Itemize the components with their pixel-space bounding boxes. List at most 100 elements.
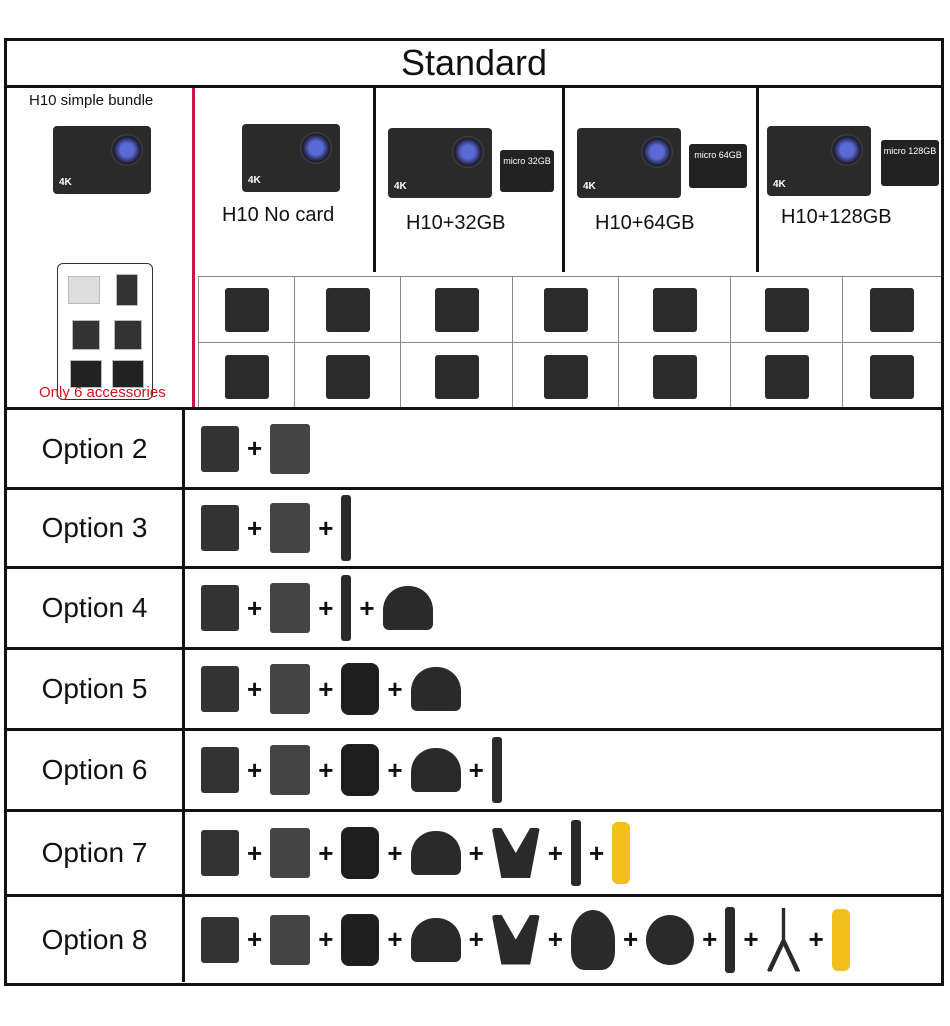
charger-icon <box>201 666 239 712</box>
plus-sign: + <box>387 754 403 785</box>
selfie-stick-icon <box>341 495 352 561</box>
battery-icon <box>270 914 311 965</box>
housing-icon <box>68 276 100 304</box>
lens-icon <box>831 134 863 166</box>
camera-icon: 4K <box>242 124 340 192</box>
simple-bundle-footer: Only 6 accessories <box>39 384 166 401</box>
plus-sign: + <box>547 837 563 868</box>
card-128gb: 4K micro 128GB H10+128GB <box>759 88 941 272</box>
tripod-icon <box>766 907 801 972</box>
adhesive-mount-icon <box>224 354 269 399</box>
accessory-cell <box>512 276 618 342</box>
plus-sign: + <box>387 673 403 704</box>
plus-sign: + <box>247 924 263 954</box>
selfie-stick-icon <box>341 575 352 641</box>
option-row: Option 6++++ <box>7 728 941 809</box>
option-label: Option 8 <box>7 897 185 982</box>
plus-sign: + <box>359 592 375 623</box>
charger-icon <box>201 916 239 963</box>
accessory-cell <box>400 276 512 342</box>
plus-sign: + <box>468 754 484 785</box>
camera-label: 4K <box>59 177 72 188</box>
charger-icon <box>201 425 239 472</box>
accessory-cell <box>730 276 842 342</box>
camera-icon: 4K <box>388 128 492 198</box>
option-row: Option 8+++++++++ <box>7 894 941 982</box>
lens-icon <box>452 136 484 168</box>
plus-sign: + <box>387 924 403 954</box>
plus-sign: + <box>743 924 759 954</box>
case-icon <box>341 744 380 796</box>
accessory-cell <box>842 276 941 342</box>
selfie-stick-icon <box>725 906 736 973</box>
suction-mount-icon <box>570 909 615 970</box>
plus-sign: + <box>247 433 263 463</box>
accessory-cell <box>512 342 618 410</box>
accessory-cell <box>400 342 512 410</box>
table-title: Standard <box>7 41 941 88</box>
case-icon <box>341 663 380 715</box>
simple-bundle-title: H10 simple bundle <box>29 92 154 109</box>
camera-label: 4K <box>773 179 786 190</box>
chest-strap-icon <box>491 828 540 878</box>
plus-sign: + <box>318 592 334 623</box>
case-icon <box>341 827 380 879</box>
option-label: Option 7 <box>7 812 185 894</box>
floating-grip-icon <box>831 908 850 971</box>
sd-card-icon: micro 64GB <box>689 144 747 188</box>
option-items: ++++ <box>197 731 506 809</box>
head-strap-icon <box>410 831 461 875</box>
battery-icon <box>434 354 479 399</box>
accessories-grid <box>198 276 941 410</box>
card-name: H10+128GB <box>781 206 892 228</box>
option-row: Option 7++++++ <box>7 809 941 894</box>
option-label: Option 3 <box>7 490 185 566</box>
plus-sign: + <box>247 673 263 704</box>
adhesive-mount-icon <box>112 360 144 388</box>
option-label: Option 2 <box>7 410 185 487</box>
option-items: +++ <box>197 569 437 647</box>
bar-mount-icon <box>72 320 100 350</box>
accessory-cell <box>618 342 730 410</box>
plus-sign: + <box>547 924 563 954</box>
accessory-cell <box>730 342 842 410</box>
adhesive-mount-icon <box>70 360 102 388</box>
bundle-table: Standard H10 simple bundle 4K Only 6 acc… <box>4 38 944 986</box>
head-strap-icon <box>410 917 461 962</box>
accessory-cell <box>294 342 400 410</box>
accessory-cell <box>618 276 730 342</box>
plus-sign: + <box>318 673 334 704</box>
charger-icon <box>201 505 239 551</box>
head-strap-icon <box>410 748 461 792</box>
camera-icon: 4K <box>577 128 681 198</box>
option-items: +++++++++ <box>197 897 854 982</box>
option-items: + <box>197 410 314 487</box>
option-items: ++ <box>197 490 355 566</box>
screw-mount-icon <box>652 354 697 399</box>
battery-icon <box>270 745 311 795</box>
camera-label: 4K <box>583 181 596 192</box>
mount-icon <box>116 274 138 306</box>
lens-icon <box>300 132 332 164</box>
j-hook-icon <box>543 287 588 332</box>
card-32gb: 4K micro 32GB H10+32GB <box>376 88 565 272</box>
plus-sign: + <box>468 924 484 954</box>
camera-icon: 4K <box>53 126 151 194</box>
bar-mount-icon <box>870 287 914 332</box>
sd-card-icon: micro 32GB <box>500 150 554 192</box>
accessory-box <box>57 263 153 400</box>
lens-icon <box>111 134 143 166</box>
plus-sign: + <box>588 837 605 868</box>
cable-icon <box>764 354 809 399</box>
plus-sign: + <box>702 924 718 954</box>
remote-icon <box>870 354 914 399</box>
plus-sign: + <box>247 512 263 543</box>
battery-icon <box>270 828 311 878</box>
card-name: H10+64GB <box>595 212 695 234</box>
plus-sign: + <box>468 837 484 868</box>
simple-bundle-panel: H10 simple bundle 4K Only 6 accessories <box>7 88 195 408</box>
j-hook-icon <box>543 354 588 399</box>
option-row: Option 4+++ <box>7 566 941 647</box>
option-items: ++++++ <box>197 812 634 894</box>
floating-grip-icon <box>612 822 631 884</box>
